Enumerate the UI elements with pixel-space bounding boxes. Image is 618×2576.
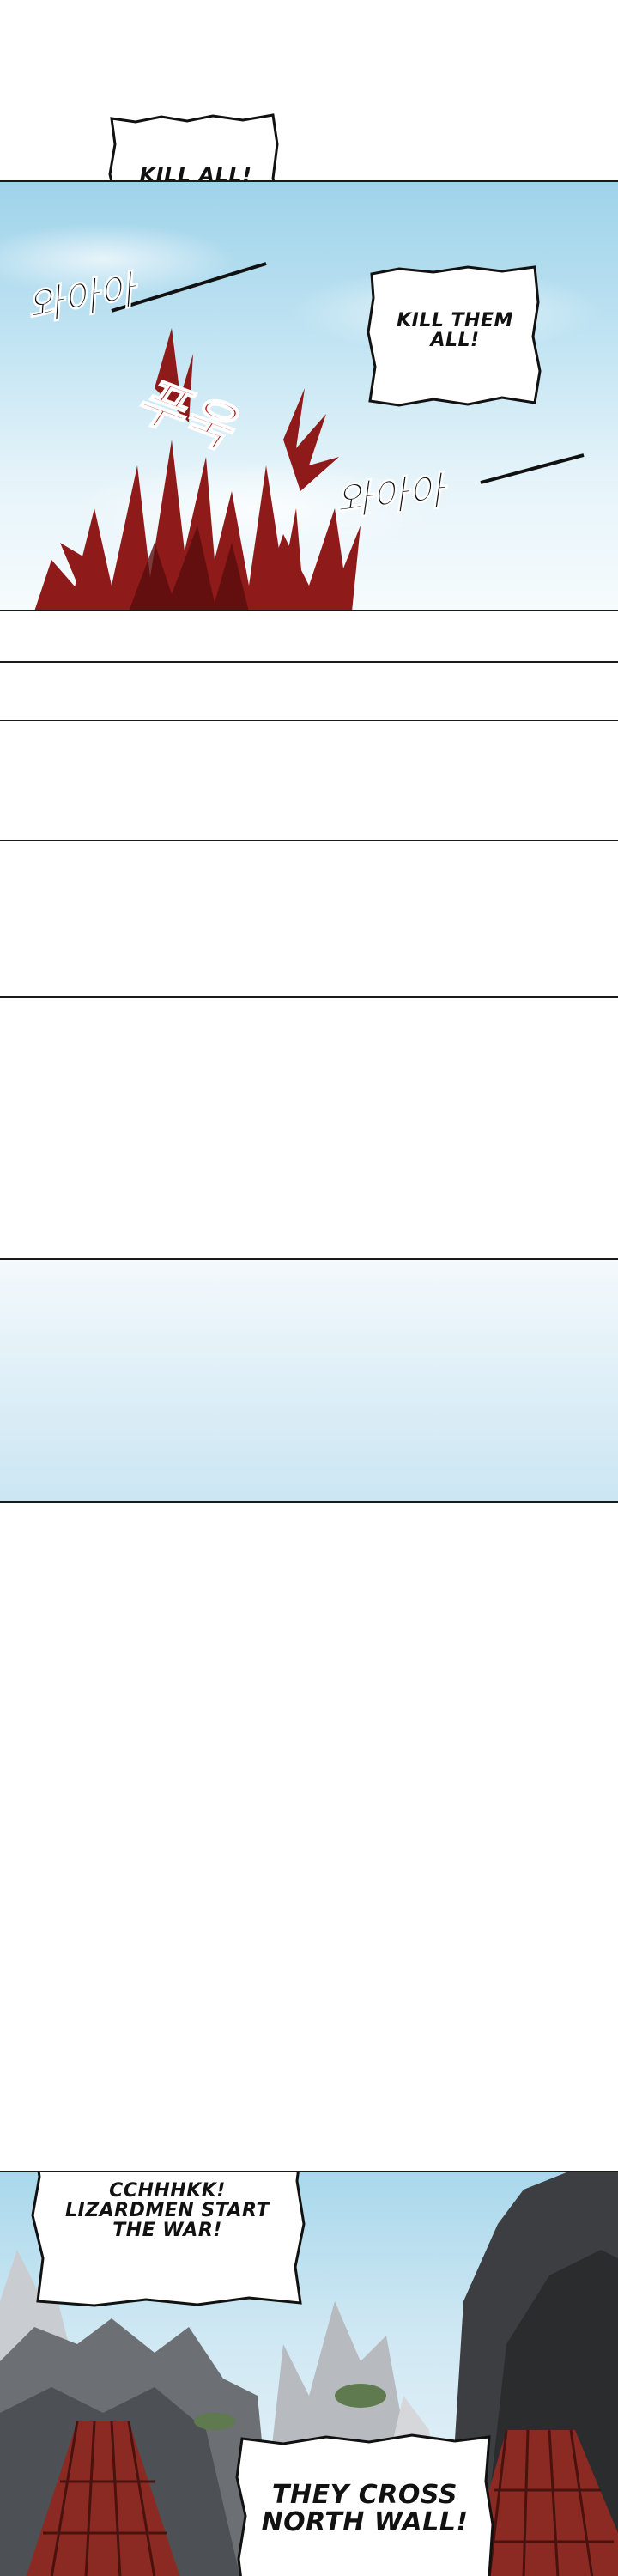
bubble-text-kill-them-all: KILL THEM ALL! — [397, 310, 513, 352]
bubble-shape — [367, 265, 542, 407]
divider-line — [0, 661, 618, 663]
speech-bubble-lizardmen: CCHHHKK! LIZARDMEN START THE WAR! — [26, 2172, 309, 2310]
blood-splatter-art — [34, 262, 585, 610]
bubble-text-lizardmen: CCHHHKK! LIZARDMEN START THE WAR! — [64, 2180, 270, 2242]
sfx-shout-right: 와아아 — [332, 467, 446, 526]
empty-panel-2 — [0, 840, 618, 998]
bubble-shape — [235, 2433, 494, 2576]
empty-panel-1 — [0, 720, 618, 841]
bubble-shape — [31, 2172, 306, 2307]
speech-bubble-kill-them-all: KILL THEM ALL! — [365, 264, 545, 410]
panel-north-wall: CCHHHKK! LIZARDMEN START THE WAR! THEY C… — [0, 2171, 618, 2576]
speech-bubble-north-wall: THEY CROSS NORTH WALL! — [232, 2430, 498, 2576]
panel-sky-transition — [0, 1258, 618, 1503]
panel-battle-cry: 와아아 푸욱 와아아 KILL THEM ALL! — [0, 180, 618, 611]
bubble-text-north-wall: THEY CROSS NORTH WALL! — [261, 2480, 469, 2537]
